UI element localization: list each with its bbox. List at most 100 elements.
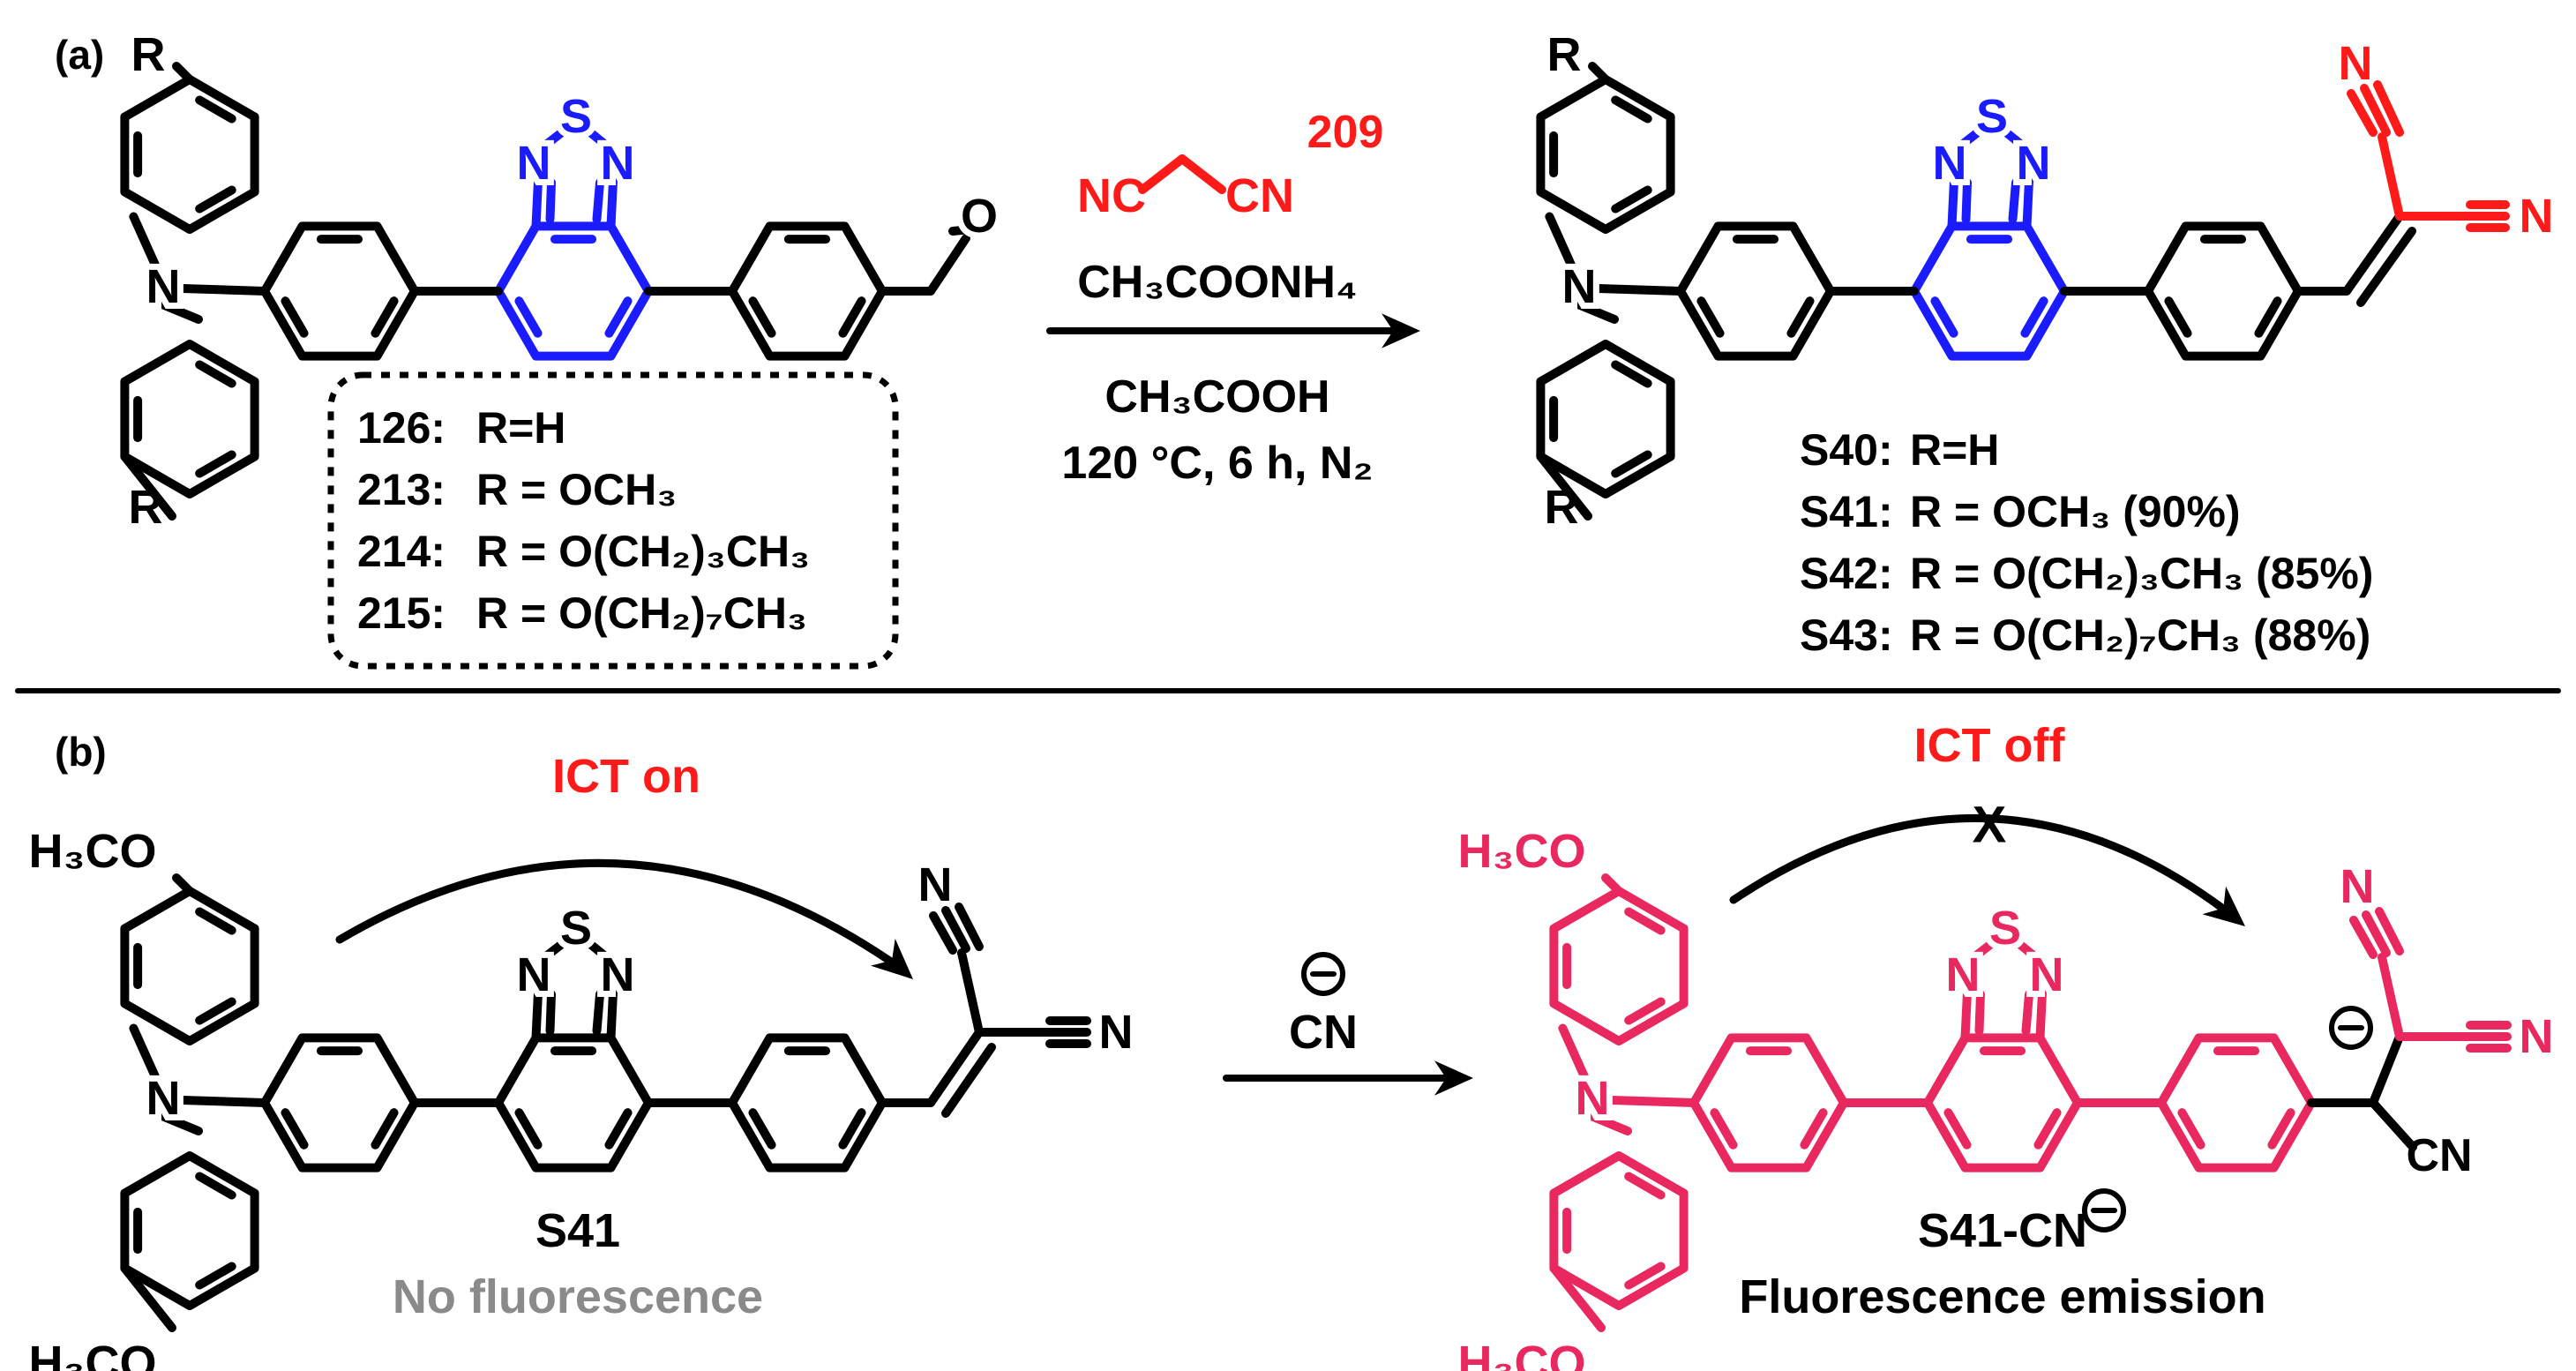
benzothiadiazole-ring-double-bond (604, 296, 633, 338)
bond-cyano (957, 948, 984, 1037)
phenylene-ring-double-bond (281, 296, 309, 338)
sulfur-atom: S (560, 902, 592, 955)
aryl-ring-top-double-bond (1611, 185, 1652, 214)
phenylene-ring-double-bond (1710, 1108, 1738, 1150)
fluorescence-note: Fluorescence emission (1739, 1270, 2265, 1323)
fluorescence-note: No fluorescence (393, 1270, 763, 1323)
bond-triple (2347, 89, 2378, 137)
compound-substituent: R = O(CH₂)₇CH₃ (476, 588, 807, 638)
aryl-ring-bottom-double-bond (195, 450, 236, 478)
benzothiadiazole-ring-double-bond (2033, 1108, 2062, 1150)
compound-id: S42: (1800, 549, 1893, 598)
thiadiazole-bond (531, 176, 543, 231)
condition: 120 °C, 6 h, N₂ (1061, 438, 1373, 489)
aryl-ring-bottom (1536, 340, 1675, 498)
thiadiazole-double-bond (1974, 990, 1985, 1036)
ict-arrow-blocked (1729, 814, 2228, 913)
panel-label-a: (a) (55, 32, 104, 78)
thiadiazole-bond (2015, 940, 2042, 963)
cyano-nitrogen: N (2520, 1010, 2554, 1063)
benzothiadiazole-ring (1910, 221, 2069, 361)
benzothiadiazole-ring (494, 1033, 653, 1172)
r-group-top: R (131, 28, 166, 81)
compound-id: S40: (1800, 425, 1893, 475)
bond-N-aryl-top (1545, 212, 1578, 275)
bond-triple (955, 903, 984, 951)
bond-methoxy (1549, 1263, 1606, 1332)
compound-name: S41-CN (1918, 1204, 2087, 1257)
benzothiadiazole-ring (1923, 1033, 2082, 1172)
aryl-ring-top-double-bond (1624, 907, 1666, 935)
bond-vinyl-double (941, 1043, 996, 1118)
bond-R (120, 452, 176, 521)
aryl-ring-top-double-bond (1611, 95, 1652, 124)
bond-methoxy (120, 1263, 176, 1332)
benzothiadiazole-ring-double-bond (514, 1108, 543, 1150)
amine-nitrogen: N (146, 1072, 181, 1125)
aryl-ring-top (120, 75, 259, 234)
reagent-bond (1178, 154, 1226, 194)
thiadiazole-bond (538, 940, 566, 963)
arrow-head (870, 938, 913, 979)
aryl-ring-bottom-double-bond (1611, 450, 1652, 478)
cyano-nitrogen: N (2340, 860, 2375, 913)
bond-N-aryl-bottom (154, 1110, 203, 1135)
phenylene-ring-double-bond (281, 1108, 309, 1150)
compound-substituent: R=H (476, 403, 565, 453)
thiadiazole-bond (1947, 176, 1958, 231)
bond-triple (941, 906, 970, 953)
terminal-phenyl-ring-double-bond (748, 1108, 776, 1150)
thiadiazole-bond (586, 940, 613, 963)
methoxy-label-bottom: H₃CO (1458, 1337, 1586, 1371)
name-charge-circle (2082, 1188, 2126, 1232)
reagent-nitrile-right: CN (1225, 169, 1294, 222)
aryl-ring-bottom (120, 1151, 259, 1310)
sulfur-atom: S (1989, 902, 2021, 955)
bond-carbonyl (948, 223, 992, 236)
bond-R (1536, 452, 1592, 521)
terminal-phenyl-ring-double-bond (2267, 1108, 2295, 1150)
nitrogen-atom: N (517, 137, 551, 190)
nitrogen-atom: N (2030, 948, 2064, 1001)
phenylene-ring-double-bond (1696, 296, 1725, 338)
cyano-nitrogen: N (2339, 37, 2373, 90)
bond-vinyl (2342, 212, 2404, 296)
sulfur-atom: S (560, 90, 592, 143)
aryl-ring-bottom-double-bond (195, 1172, 236, 1200)
thiadiazole-bond (2035, 988, 2047, 1043)
compound-id: S41: (1800, 487, 1893, 536)
aryl-ring-top-double-bond (195, 907, 236, 935)
bond-cyano (2378, 132, 2404, 221)
aryl-ring-top-double-bond (1624, 997, 1666, 1025)
ict-on-label: ICT on (552, 750, 700, 803)
terminal-phenyl-ring-double-bond (838, 1108, 866, 1150)
bond-triple (2360, 84, 2391, 137)
bond-triple (2362, 910, 2391, 957)
ict-arrow (335, 858, 895, 966)
compound-id: S43: (1800, 611, 1893, 660)
phenylene-ring-double-bond (1800, 1108, 1828, 1150)
cyano-nitrogen: N (2520, 190, 2554, 243)
phenylene-ring (260, 1033, 419, 1172)
thiadiazole-bond (538, 128, 566, 152)
benzothiadiazole-ring-double-bond (2020, 296, 2048, 338)
compound-id: 126: (357, 403, 446, 453)
compound-id: 214: (357, 527, 446, 576)
thiadiazole-double-bond (592, 178, 604, 224)
sulfur-atom: S (1976, 90, 2008, 143)
bond-methoxy (172, 873, 194, 895)
bond-R (172, 62, 194, 84)
cyano-group: CN (2406, 1130, 2472, 1181)
bond-sp3 (2369, 1032, 2404, 1107)
thiadiazole-bond (606, 988, 618, 1043)
compound-substituent: R = OCH₃ (476, 465, 677, 514)
thiadiazole-bond (1954, 128, 1982, 152)
bond-vinyl-double (2356, 227, 2416, 307)
thiadiazole-bond (2022, 176, 2033, 231)
aryl-ring-top-double-bond (195, 185, 236, 214)
thiadiazole-double-bond (545, 178, 556, 224)
nitrogen-atom: N (517, 948, 551, 1001)
ict-off-label: ICT off (1914, 719, 2066, 772)
bond-cyano (2378, 953, 2404, 1041)
